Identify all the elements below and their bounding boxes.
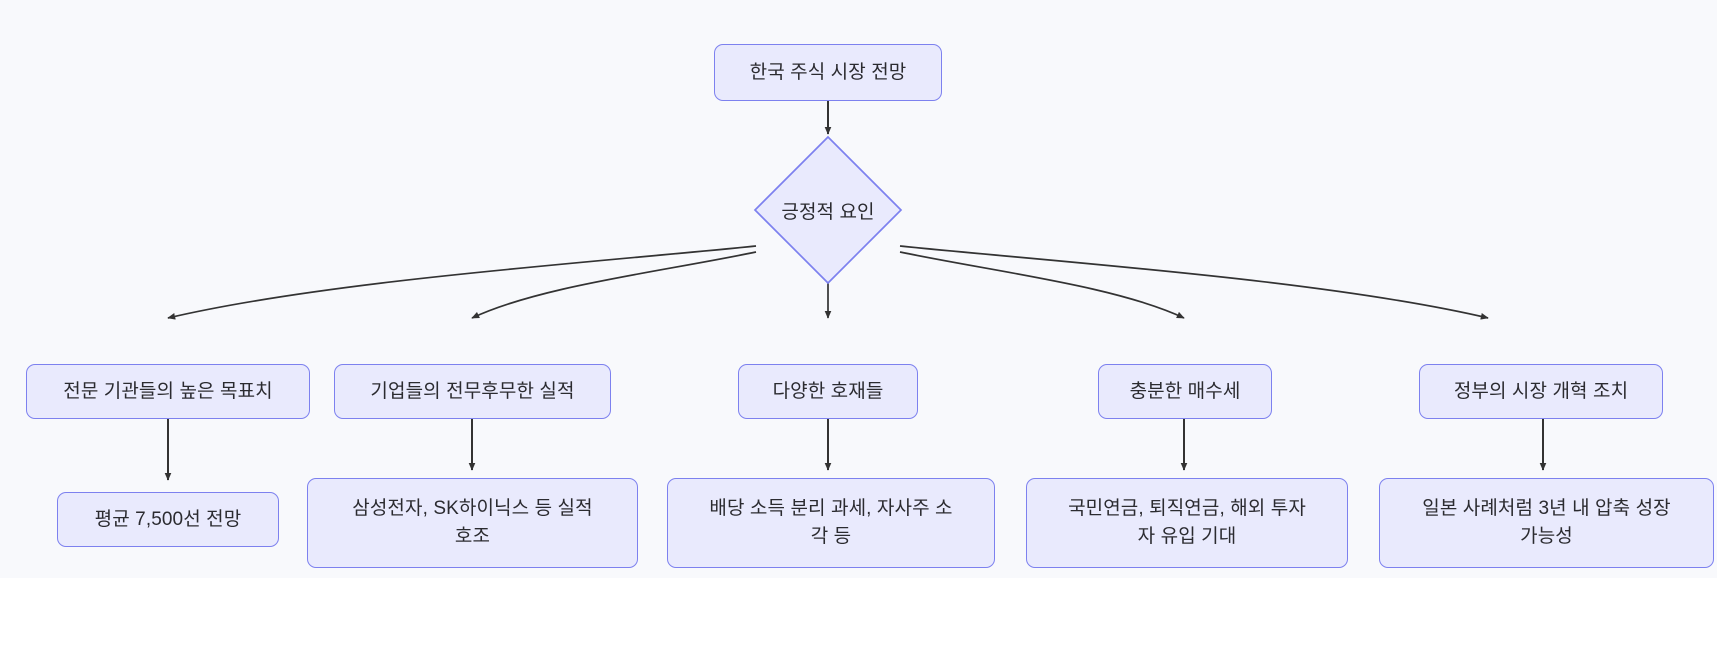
- node-detail-2[interactable]: 삼성전자, SK하이닉스 등 실적 호조: [307, 478, 638, 568]
- edge-decision-to-branch-1: [167, 245, 757, 320]
- node-branch-3[interactable]: 다양한 호재들: [738, 364, 918, 419]
- node-detail-4[interactable]: 국민연금, 퇴직연금, 해외 투자 자 유입 기대: [1026, 478, 1348, 568]
- node-decision-label: 긍정적 요인: [781, 201, 875, 223]
- node-detail-5[interactable]: 일본 사례처럼 3년 내 압축 성장 가능성: [1379, 478, 1714, 568]
- node-branch-1[interactable]: 전문 기관들의 높은 목표치: [26, 364, 310, 419]
- node-root[interactable]: 한국 주식 시장 전망: [714, 44, 942, 101]
- node-branch-4[interactable]: 충분한 매수세: [1098, 364, 1272, 419]
- node-decision[interactable]: 긍정적 요인: [752, 134, 904, 286]
- edge-decision-to-branch-4: [899, 251, 1185, 319]
- diamond-shape: [753, 135, 903, 285]
- diagram-canvas: 한국 주식 시장 전망 긍정적 요인 전문 기관들의 높은 목표치 기업들의 전…: [26, 44, 1714, 568]
- edge-decision-to-branch-5: [899, 245, 1489, 320]
- node-branch-2[interactable]: 기업들의 전무후무한 실적: [334, 364, 611, 419]
- node-detail-3[interactable]: 배당 소득 분리 과세, 자사주 소 각 등: [667, 478, 995, 568]
- node-branch-5[interactable]: 정부의 시장 개혁 조치: [1419, 364, 1663, 419]
- node-detail-1[interactable]: 평균 7,500선 전망: [57, 492, 279, 547]
- edge-decision-to-branch-2: [471, 251, 757, 319]
